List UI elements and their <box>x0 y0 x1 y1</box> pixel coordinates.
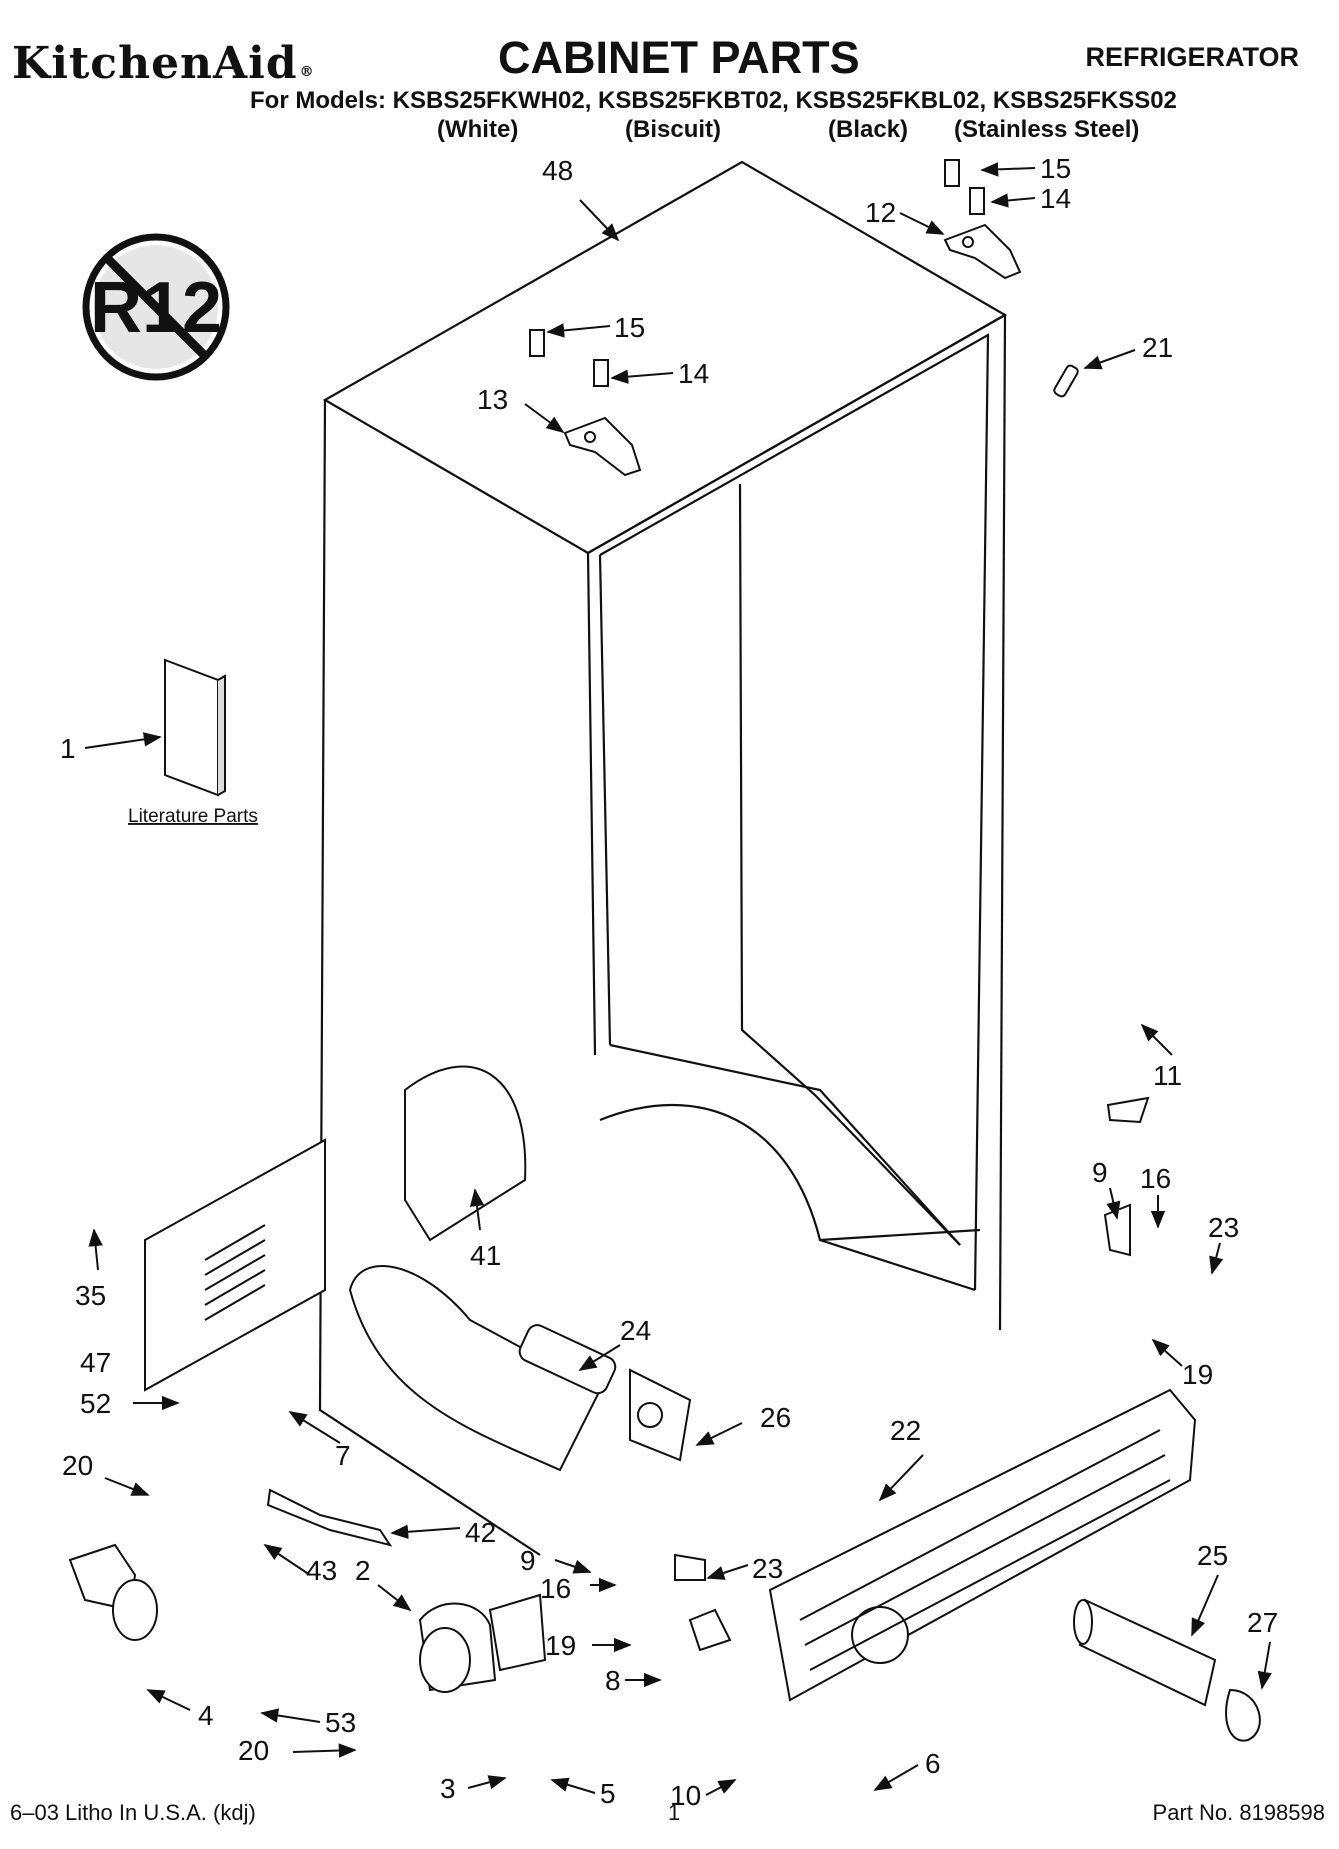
callout-label: 16 <box>1140 1163 1171 1194</box>
callout-label: 53 <box>325 1707 356 1738</box>
callout-label: 22 <box>890 1415 921 1446</box>
color-biscuit: (Biscuit) <box>625 116 721 143</box>
callout-label: 12 <box>865 197 896 228</box>
color-white: (White) <box>437 116 519 143</box>
water-filter <box>1073 1598 1261 1742</box>
callout-label: 23 <box>1208 1212 1239 1243</box>
callout-label: 3 <box>440 1773 456 1804</box>
registered-mark: ® <box>299 64 315 80</box>
callout-label: 8 <box>605 1665 621 1696</box>
model-list: For Models: KSBS25FKWH02, KSBS25FKBT02, … <box>250 87 1177 114</box>
callout-label: 15 <box>1040 153 1071 184</box>
callout-label: 5 <box>600 1778 616 1809</box>
callout-label: 27 <box>1247 1607 1278 1638</box>
callout-label: 25 <box>1197 1540 1228 1571</box>
callout-label: 7 <box>335 1440 351 1471</box>
callout-label: 19 <box>1182 1359 1213 1390</box>
machine-compartment <box>348 1065 692 1472</box>
brand-text: KitchenAid <box>12 38 298 89</box>
page-title: CABINET PARTS <box>498 32 860 83</box>
callout-label: 48 <box>542 155 573 186</box>
callout-label: 42 <box>465 1517 496 1548</box>
callout-label: 43 <box>306 1555 337 1586</box>
appliance-type: REFRIGERATOR <box>1085 42 1299 72</box>
callout-label: 41 <box>470 1240 501 1271</box>
callout-label: 9 <box>520 1545 536 1576</box>
callout-label: 15 <box>614 312 645 343</box>
literature-booklet-icon <box>164 658 226 797</box>
callout-label: 11 <box>1153 1060 1182 1091</box>
callout-label: 13 <box>477 384 508 415</box>
callout-label: 20 <box>62 1450 93 1481</box>
callout-label: 20 <box>238 1735 269 1766</box>
callout-label: 1 <box>60 733 76 764</box>
callout-label: 35 <box>75 1280 106 1311</box>
callout-leaders <box>84 162 1272 1796</box>
tube-part-21 <box>1053 364 1079 398</box>
callout-label: 24 <box>620 1315 651 1346</box>
callout-label: 6 <box>925 1748 941 1779</box>
cabinet-shell <box>318 160 1008 1556</box>
callout-label: 2 <box>355 1555 371 1586</box>
callout-label: 10 <box>670 1780 701 1811</box>
color-black: (Black) <box>828 116 909 143</box>
top-hinge-left <box>529 329 642 477</box>
callout-label: 16 <box>540 1573 571 1604</box>
callout-label: 19 <box>545 1630 576 1661</box>
callout-label: 26 <box>760 1402 791 1433</box>
kitchenaid-logo: KitchenAid® <box>12 38 315 89</box>
color-stainless: (Stainless Steel) <box>954 116 1140 143</box>
callout-label: 47 <box>80 1347 111 1378</box>
footer-page-number: 1 <box>668 1800 681 1825</box>
top-hinge-right <box>943 159 1022 280</box>
footer-part-number: Part No. 8198598 <box>1152 1800 1325 1825</box>
rear-access-panel <box>144 1138 326 1392</box>
lower-hardware <box>68 1096 1150 1693</box>
callout-label: 14 <box>678 358 709 389</box>
callout-label: 23 <box>752 1553 783 1584</box>
callout-label: 4 <box>198 1700 214 1731</box>
callout-label: 21 <box>1142 332 1173 363</box>
callout-label: 52 <box>80 1388 111 1419</box>
callout-label: 14 <box>1040 183 1071 214</box>
no-r12-badge-icon: R12 <box>82 233 230 381</box>
callout-numbers: 48 15 14 12 21 15 14 13 1 11 9 16 23 35 … <box>60 153 1278 1811</box>
literature-parts-label: Literature Parts <box>128 806 258 827</box>
base-grille <box>768 1388 1197 1702</box>
callout-label: 9 <box>1092 1157 1108 1188</box>
footer-litho: 6–03 Litho In U.S.A. (kdj) <box>10 1800 256 1825</box>
